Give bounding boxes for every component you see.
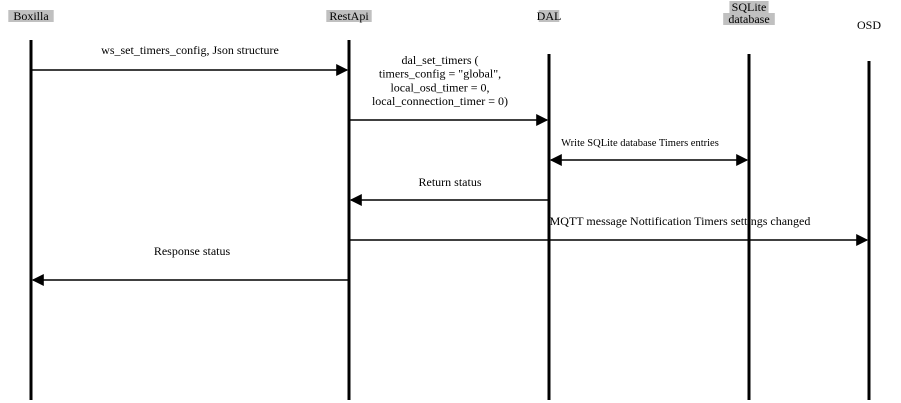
message-label: local_connection_timer = 0) <box>372 94 508 108</box>
message-restapi-to-osd: MQTT message Nottification Timers settin… <box>350 214 869 246</box>
message-label: ws_set_timers_config, Json structure <box>101 43 279 57</box>
actor-label-highlight <box>8 10 54 22</box>
message-restapi-to-boxilla: Response status <box>31 244 348 286</box>
actor-label-restapi: RestApi <box>329 9 369 23</box>
message-restapi-to-dal: dal_set_timers (timers_config = "global"… <box>350 53 549 126</box>
actor-restapi: RestApi <box>326 9 372 23</box>
message-label: Return status <box>419 175 482 189</box>
message-label: Write SQLite database Timers entries <box>561 138 719 149</box>
actor-label-sqlite: SQLite <box>732 0 767 14</box>
message-label: local_osd_timer = 0, <box>390 80 489 94</box>
actor-label-highlight <box>723 13 775 25</box>
message-dal-to-restapi: Return status <box>349 175 548 206</box>
actor-boxilla: Boxilla <box>8 9 54 23</box>
lifelines <box>29 40 871 400</box>
actor-osd: OSD <box>857 18 881 32</box>
message-label: timers_config = "global", <box>379 67 501 81</box>
message-label: MQTT message Nottification Timers settin… <box>550 214 811 228</box>
actor-label-osd: OSD <box>857 18 881 32</box>
actor-label-boxilla: Boxilla <box>13 9 49 23</box>
actor-dal: DAL <box>537 9 562 23</box>
actor-label-highlight <box>326 10 372 22</box>
actor-label-sqlite: database <box>728 12 769 26</box>
messages: ws_set_timers_config, Json structure dal_… <box>31 43 869 286</box>
message-boxilla-to-restapi: ws_set_timers_config, Json structure <box>32 43 349 76</box>
actor-label-highlight <box>729 1 769 13</box>
actor-label-dal: DAL <box>537 9 562 23</box>
actor-label-highlight <box>538 10 560 22</box>
message-label: Response status <box>154 244 231 258</box>
message-label: dal_set_timers ( <box>402 53 479 67</box>
message-dal-to-sqlite: Write SQLite database Timers entries <box>549 138 749 166</box>
